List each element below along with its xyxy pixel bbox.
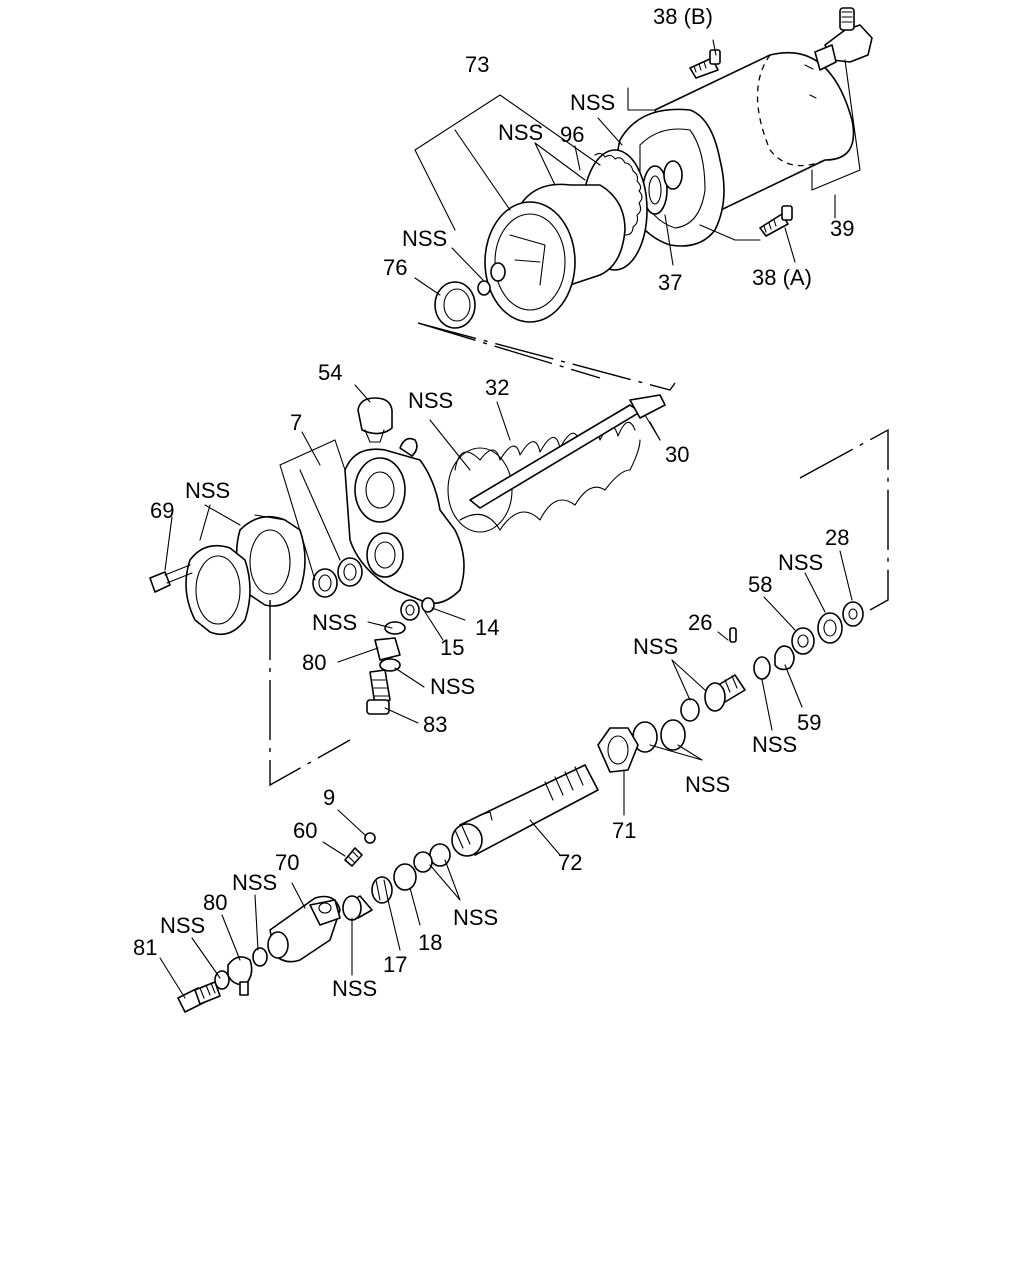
shaft-30: [469, 394, 666, 509]
label-15: 15: [440, 635, 464, 660]
label-81: 81: [133, 935, 157, 960]
assembly-chain-line-3: [269, 600, 351, 787]
ring-76: [434, 280, 491, 329]
label-73: 73: [465, 52, 489, 77]
label-nss-17: NSS: [332, 976, 377, 1001]
bracket-38: [627, 87, 761, 241]
label-71: 71: [612, 818, 636, 843]
label-nss-96b: NSS: [570, 90, 615, 115]
label-60: 60: [293, 818, 317, 843]
label-nss-81: NSS: [160, 913, 205, 938]
label-nss-32: NSS: [408, 388, 453, 413]
label-69: 69: [150, 498, 174, 523]
bracket-14: [431, 607, 466, 621]
seal-58-nss: [817, 612, 843, 644]
label-28: 28: [825, 525, 849, 550]
label-72: 72: [558, 850, 582, 875]
washers-14-15: [400, 597, 435, 621]
gasket-plates: [185, 515, 306, 636]
spacer-17: [371, 876, 393, 904]
label-nss-15: NSS: [312, 610, 357, 635]
label-nss-58: NSS: [778, 550, 823, 575]
spring-32: [447, 421, 641, 533]
shaft-72: [451, 764, 599, 857]
bracket-39: [811, 59, 861, 191]
seal-37: [642, 160, 683, 215]
banjo-80: [227, 956, 253, 996]
assembly-chain-line-4: [799, 428, 889, 611]
label-nss-59: NSS: [752, 732, 797, 757]
yoke-70: [267, 895, 341, 963]
retainer-59: [774, 645, 795, 671]
label-70: 70: [275, 850, 299, 875]
assembly-chain-line-2: [417, 322, 601, 379]
washer-28: [842, 601, 864, 627]
valve-housing: [344, 437, 465, 605]
o-ring-59-nss: [753, 656, 771, 680]
assembly-chain-line-1: [417, 322, 676, 391]
plunger-26-nss: [680, 674, 746, 722]
label-30: 30: [665, 442, 689, 467]
bolt-38b: [689, 49, 721, 79]
label-26: 26: [688, 610, 712, 635]
seal-7: [312, 557, 363, 598]
grease-nipple-60: [344, 847, 363, 867]
label-96: 96: [560, 122, 584, 147]
label-nss-76: NSS: [402, 226, 447, 251]
piston-73: [484, 183, 626, 323]
bracket-69: [199, 504, 286, 541]
bracket-73: [414, 94, 601, 231]
washer-18: [393, 863, 417, 891]
fitting-17-nss: [342, 895, 373, 921]
label-39: 39: [830, 216, 854, 241]
bracket-7: [279, 439, 346, 581]
leader-lines: [159, 39, 853, 999]
label-76: 76: [383, 255, 407, 280]
label-nss-96a: NSS: [498, 120, 543, 145]
seal-71-a: [660, 719, 686, 751]
label-nss-26: NSS: [633, 634, 678, 659]
bolt-38a: [759, 205, 793, 237]
label-59: 59: [797, 710, 821, 735]
label-nss-18: NSS: [453, 905, 498, 930]
label-17: 17: [383, 952, 407, 977]
label-83: 83: [423, 712, 447, 737]
fitting-80-83: [366, 621, 406, 715]
label-nss-69: NSS: [185, 478, 230, 503]
label-37: 37: [658, 270, 682, 295]
bushing-58: [791, 627, 815, 655]
bolt-69: [149, 564, 193, 593]
cap-54: [357, 397, 393, 443]
washer-18-nss-b: [413, 851, 433, 873]
pin-26: [729, 627, 737, 643]
label-54: 54: [318, 360, 342, 385]
label-7: 7: [290, 410, 302, 435]
lower-shaft-group: [177, 601, 864, 1013]
washer-70-nss: [252, 947, 268, 967]
elbow-fitting: [814, 7, 873, 71]
label-80b: 80: [203, 890, 227, 915]
label-nss-71: NSS: [685, 772, 730, 797]
washer-18-nss-a: [429, 843, 451, 867]
label-58: 58: [748, 572, 772, 597]
label-nss-70: NSS: [232, 870, 277, 895]
label-9: 9: [323, 785, 335, 810]
bolt-81: [177, 981, 221, 1013]
booster-cylinder-group: [414, 7, 873, 329]
nut-71: [597, 727, 639, 773]
housing-group: [149, 394, 666, 715]
ball-9: [364, 832, 376, 844]
label-18: 18: [418, 930, 442, 955]
part-labels: 38 (B) 73 NSS NSS 96 NSS 76 37 38 (A) 39…: [133, 4, 854, 1001]
bracket-32: [429, 419, 471, 471]
label-80a: 80: [302, 650, 326, 675]
label-14: 14: [475, 615, 499, 640]
label-32: 32: [485, 375, 509, 400]
label-nss-83: NSS: [430, 674, 475, 699]
label-38b: 38 (B): [653, 4, 713, 29]
label-38a: 38 (A): [752, 265, 812, 290]
